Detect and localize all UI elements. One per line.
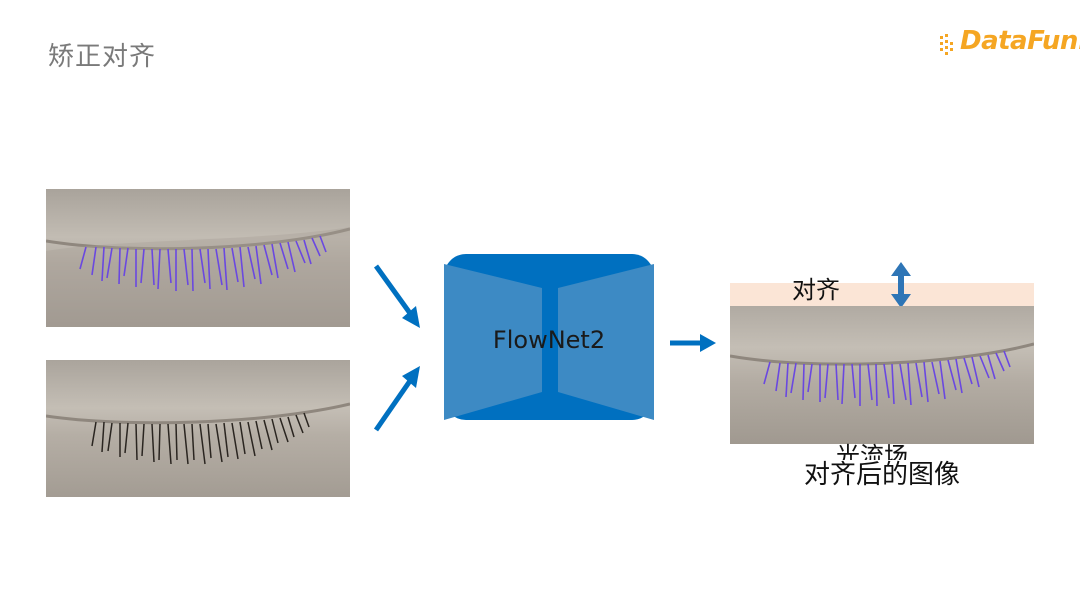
flow-field-label: 光流场 bbox=[836, 442, 908, 460]
align-label: 对齐 bbox=[792, 276, 840, 304]
network-label: FlowNet2 bbox=[492, 326, 606, 354]
arrow-up-right-icon bbox=[373, 366, 420, 432]
logo-dots-icon bbox=[940, 34, 953, 55]
input-eye-image-mascara bbox=[46, 189, 350, 327]
aligned-image-label: 对齐后的图像 bbox=[804, 460, 961, 490]
input-eye-image-natural bbox=[46, 360, 350, 497]
datafun-logo: DataFun. bbox=[938, 26, 1080, 62]
arrow-right-icon bbox=[670, 334, 716, 352]
aligned-eye-image bbox=[730, 306, 1034, 444]
alignment-band bbox=[730, 283, 1034, 306]
flownet2-network-block bbox=[444, 254, 654, 420]
logo-text: DataFun. bbox=[960, 26, 1080, 56]
slide-title: 矫正对齐 bbox=[48, 42, 157, 72]
arrow-down-right-icon bbox=[373, 264, 420, 328]
vertical-double-arrow-icon bbox=[891, 262, 911, 308]
